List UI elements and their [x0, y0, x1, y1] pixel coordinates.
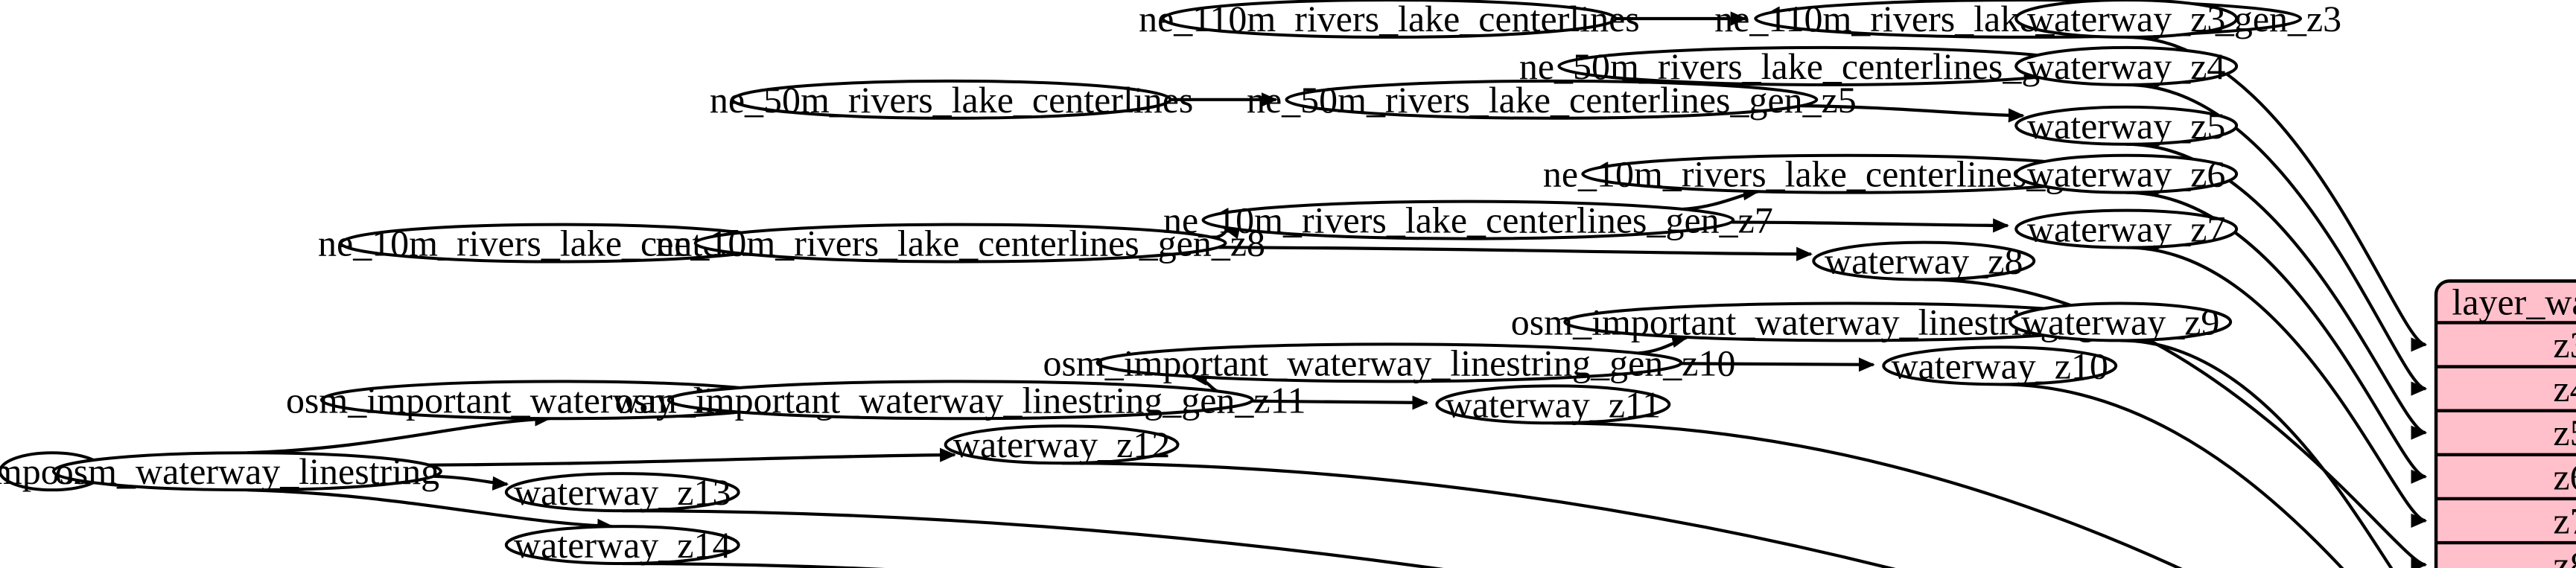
- layer-waterway-row-z7[interactable]: z7: [2553, 500, 2576, 541]
- edge-osm_waterway_linestring-to-waterway_z12: [429, 447, 956, 467]
- graph-node-waterway_z12[interactable]: waterway_z12: [944, 424, 1180, 465]
- node-label-waterway_z3: waterway_z3: [2027, 0, 2225, 39]
- node-label-waterway_z13: waterway_z13: [514, 471, 731, 513]
- node-label-waterway_z14: waterway_z14: [514, 524, 731, 566]
- node-label-waterway_z9: waterway_z9: [2021, 301, 2219, 342]
- edge-waterway_z13-to-layer_waterway-z13: [622, 509, 1444, 568]
- node-label-waterway_z12: waterway_z12: [953, 424, 1170, 465]
- node-label-waterway_z5: waterway_z5: [2027, 105, 2225, 147]
- graph-node-waterway_z3[interactable]: waterway_z3: [2014, 0, 2239, 39]
- edge-osm_waterway_linestring-to-waterway_z13: [433, 474, 509, 491]
- graph-node-waterway_z4[interactable]: waterway_z4: [2014, 45, 2239, 87]
- node-label-osm_important_waterway_linestring_gen_z11: osm_important_waterway_linestring_gen_z1…: [615, 379, 1306, 421]
- graph-node-waterway_z11[interactable]: waterway_z11: [1435, 383, 1671, 425]
- graph-node-waterway_z7[interactable]: waterway_z7: [2014, 208, 2239, 250]
- edge-waterway_z14-to-layer_waterway-z14+: [622, 561, 884, 568]
- node-label-waterway_z6: waterway_z6: [2027, 153, 2225, 195]
- node-label-ne_50m_rivers_lake_centerlines: ne_50m_rivers_lake_centerlines: [710, 79, 1193, 121]
- node-label-waterway_z10: waterway_z10: [1892, 345, 2108, 386]
- graph-node-ne_10m_rivers_lake_centerlines_gen_z7[interactable]: ne_10m_rivers_lake_centerlines_gen_z7: [1163, 200, 1773, 241]
- layer-waterway-row-z8[interactable]: z8: [2553, 544, 2576, 568]
- edge-osm_waterway_linestring-to-waterway_z14: [247, 488, 614, 533]
- node-label-waterway_z8: waterway_z8: [1825, 240, 2023, 282]
- node-label-waterway_z7: waterway_z7: [2027, 208, 2225, 250]
- graph-node-ne_110m_rivers_lake_centerlines[interactable]: ne_110m_rivers_lake_centerlines: [1139, 0, 1640, 39]
- node-label-ne_10m_rivers_lake_centerlines_gen_z7: ne_10m_rivers_lake_centerlines_gen_z7: [1163, 200, 1773, 241]
- edge-waterway_z10-to-layer_waterway-z10: [2000, 383, 2344, 568]
- graph-node-waterway_z14[interactable]: waterway_z14: [504, 524, 740, 566]
- node-label-waterway_z4: waterway_z4: [2027, 45, 2225, 87]
- node-label-osm_waterway_linestring: osm_waterway_linestring: [55, 450, 439, 492]
- layer-waterway-row-z6[interactable]: z6: [2553, 456, 2576, 497]
- layer-waterway-title: layer_waterway: [2452, 281, 2576, 322]
- edge-waterway_z12-to-layer_waterway-z12: [1061, 462, 1896, 568]
- layer-waterway-record[interactable]: layer_waterwayz3z4z5z6z7z8z9z10z11z12z13…: [2434, 279, 2576, 568]
- edge-waterway_z7-to-layer_waterway-z7: [2126, 246, 2428, 528]
- node-label-ne_50m_rivers_lake_centerlines_gen_z5: ne_50m_rivers_lake_centerlines_gen_z5: [1247, 79, 1857, 121]
- edge-waterway_z6-to-layer_waterway-z6: [2126, 191, 2428, 484]
- layer-waterway-table: layer_waterwayz3z4z5z6z7z8z9z10z11z12z13…: [2434, 279, 2576, 568]
- layer-waterway-row-z5[interactable]: z5: [2553, 412, 2576, 453]
- edge-waterway_z8-to-layer_waterway-z8: [1924, 278, 2428, 568]
- layer-waterway-row-z4[interactable]: z4: [2553, 368, 2576, 409]
- graph-node-osm_waterway_linestring[interactable]: osm_waterway_linestring: [51, 450, 442, 492]
- node-label-osm_important_waterway_linestring_gen_z10: osm_important_waterway_linestring_gen_z1…: [1043, 342, 1735, 383]
- node-label-ne_10m_rivers_lake_centerlines_gen_z8: ne_10m_rivers_lake_centerlines_gen_z8: [655, 223, 1265, 264]
- graph-node-waterway_z5[interactable]: waterway_z5: [2014, 105, 2239, 147]
- edge-osm_important_waterway_linestring_gen_z10-to-waterway_z10: [1681, 357, 1875, 372]
- edge-waterway_z11-to-layer_waterway-z11: [1553, 421, 2183, 568]
- nodes-layer: imposm3osm_waterway_linestringosm_import…: [0, 0, 2341, 566]
- graph-node-ne_50m_rivers_lake_centerlines_gen_z5[interactable]: ne_50m_rivers_lake_centerlines_gen_z5: [1247, 79, 1857, 121]
- graph-node-waterway_z6[interactable]: waterway_z6: [2014, 153, 2239, 195]
- edge-waterway_z4-to-layer_waterway-z4: [2126, 83, 2428, 396]
- node-label-waterway_z11: waterway_z11: [1446, 383, 1661, 425]
- graph-node-osm_important_waterway_linestring_gen_z11[interactable]: osm_important_waterway_linestring_gen_z1…: [615, 379, 1306, 421]
- edge-ne_50m_rivers_lake_centerlines_gen_z5-to-waterway_z5: [1801, 104, 2025, 123]
- graph-node-ne_10m_rivers_lake_centerlines[interactable]: ne_10m_rivers_lake_centerlines: [318, 223, 801, 264]
- graph-node-ne_50m_rivers_lake_centerlines[interactable]: ne_50m_rivers_lake_centerlines: [710, 79, 1193, 121]
- node-label-ne_110m_rivers_lake_centerlines: ne_110m_rivers_lake_centerlines: [1139, 0, 1640, 39]
- graph-node-ne_10m_rivers_lake_centerlines_gen_z8[interactable]: ne_10m_rivers_lake_centerlines_gen_z8: [655, 223, 1265, 264]
- layer-waterway-row-z3[interactable]: z3: [2553, 324, 2576, 366]
- edge-waterway_z9-to-layer_waterway-z9: [2120, 339, 2394, 568]
- edge-osm_important_waterway_linestring_gen_z11-to-waterway_z11: [1251, 395, 1429, 410]
- graph-node-osm_important_waterway_linestring_gen_z10[interactable]: osm_important_waterway_linestring_gen_z1…: [1043, 342, 1735, 383]
- graph-node-waterway_z9[interactable]: waterway_z9: [2009, 301, 2233, 342]
- graph-node-waterway_z13[interactable]: waterway_z13: [504, 471, 740, 513]
- graph-node-waterway_z10[interactable]: waterway_z10: [1882, 345, 2118, 386]
- edge-ne_10m_rivers_lake_centerlines_gen_z7-to-waterway_z7: [1731, 218, 2009, 233]
- edge-ne_10m_rivers_lake_centerlines_gen_z8-to-waterway_z8: [1218, 246, 1813, 261]
- graph-node-waterway_z8[interactable]: waterway_z8: [1812, 240, 2036, 282]
- edge-osm_waterway_linestring-to-osm_important_waterway_linestring: [247, 412, 551, 455]
